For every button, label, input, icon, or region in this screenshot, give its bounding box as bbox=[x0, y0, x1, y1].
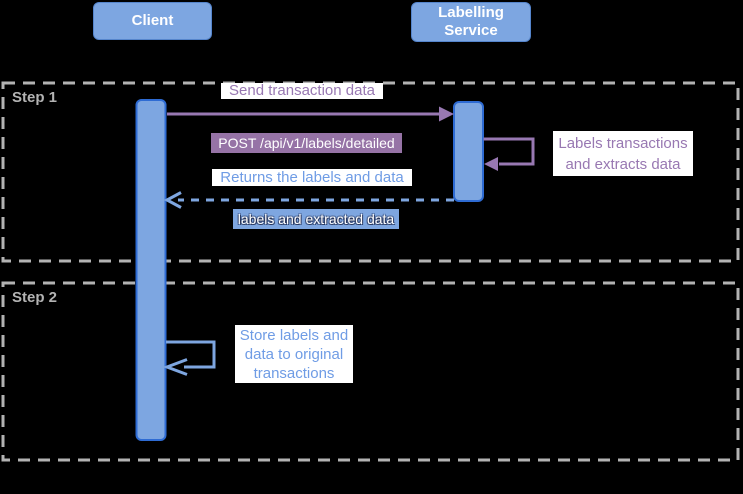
service-self-loop-arrow bbox=[483, 137, 535, 166]
step2-frame bbox=[1, 281, 740, 462]
send-transaction-arrowhead bbox=[439, 106, 454, 122]
post-endpoint-badge: POST /api/v1/labels/detailed bbox=[211, 133, 402, 153]
labelling-service-actor-box: Labelling Service bbox=[411, 2, 531, 42]
service-self-loop-note: Labels transactions and extracts data bbox=[553, 131, 693, 176]
client-self-loop-arrow bbox=[166, 340, 216, 369]
client-activation-bar bbox=[135, 99, 167, 441]
client-self-loop-arrowhead bbox=[162, 358, 188, 376]
client-self-loop-note: Store labels and data to original transa… bbox=[235, 325, 353, 383]
service-activation-bar bbox=[453, 101, 484, 202]
step2-frame-label: Step 2 bbox=[12, 289, 58, 306]
client-actor-box: Client bbox=[93, 2, 212, 40]
labels-payload-badge: labels and extracted data bbox=[233, 209, 399, 229]
returns-labels-label: Returns the labels and data bbox=[212, 169, 412, 186]
send-transaction-label: Send transaction data bbox=[221, 83, 383, 99]
service-self-loop-arrowhead bbox=[484, 157, 498, 171]
step1-frame-label: Step 1 bbox=[12, 89, 58, 106]
returns-labels-arrowhead bbox=[163, 191, 182, 209]
